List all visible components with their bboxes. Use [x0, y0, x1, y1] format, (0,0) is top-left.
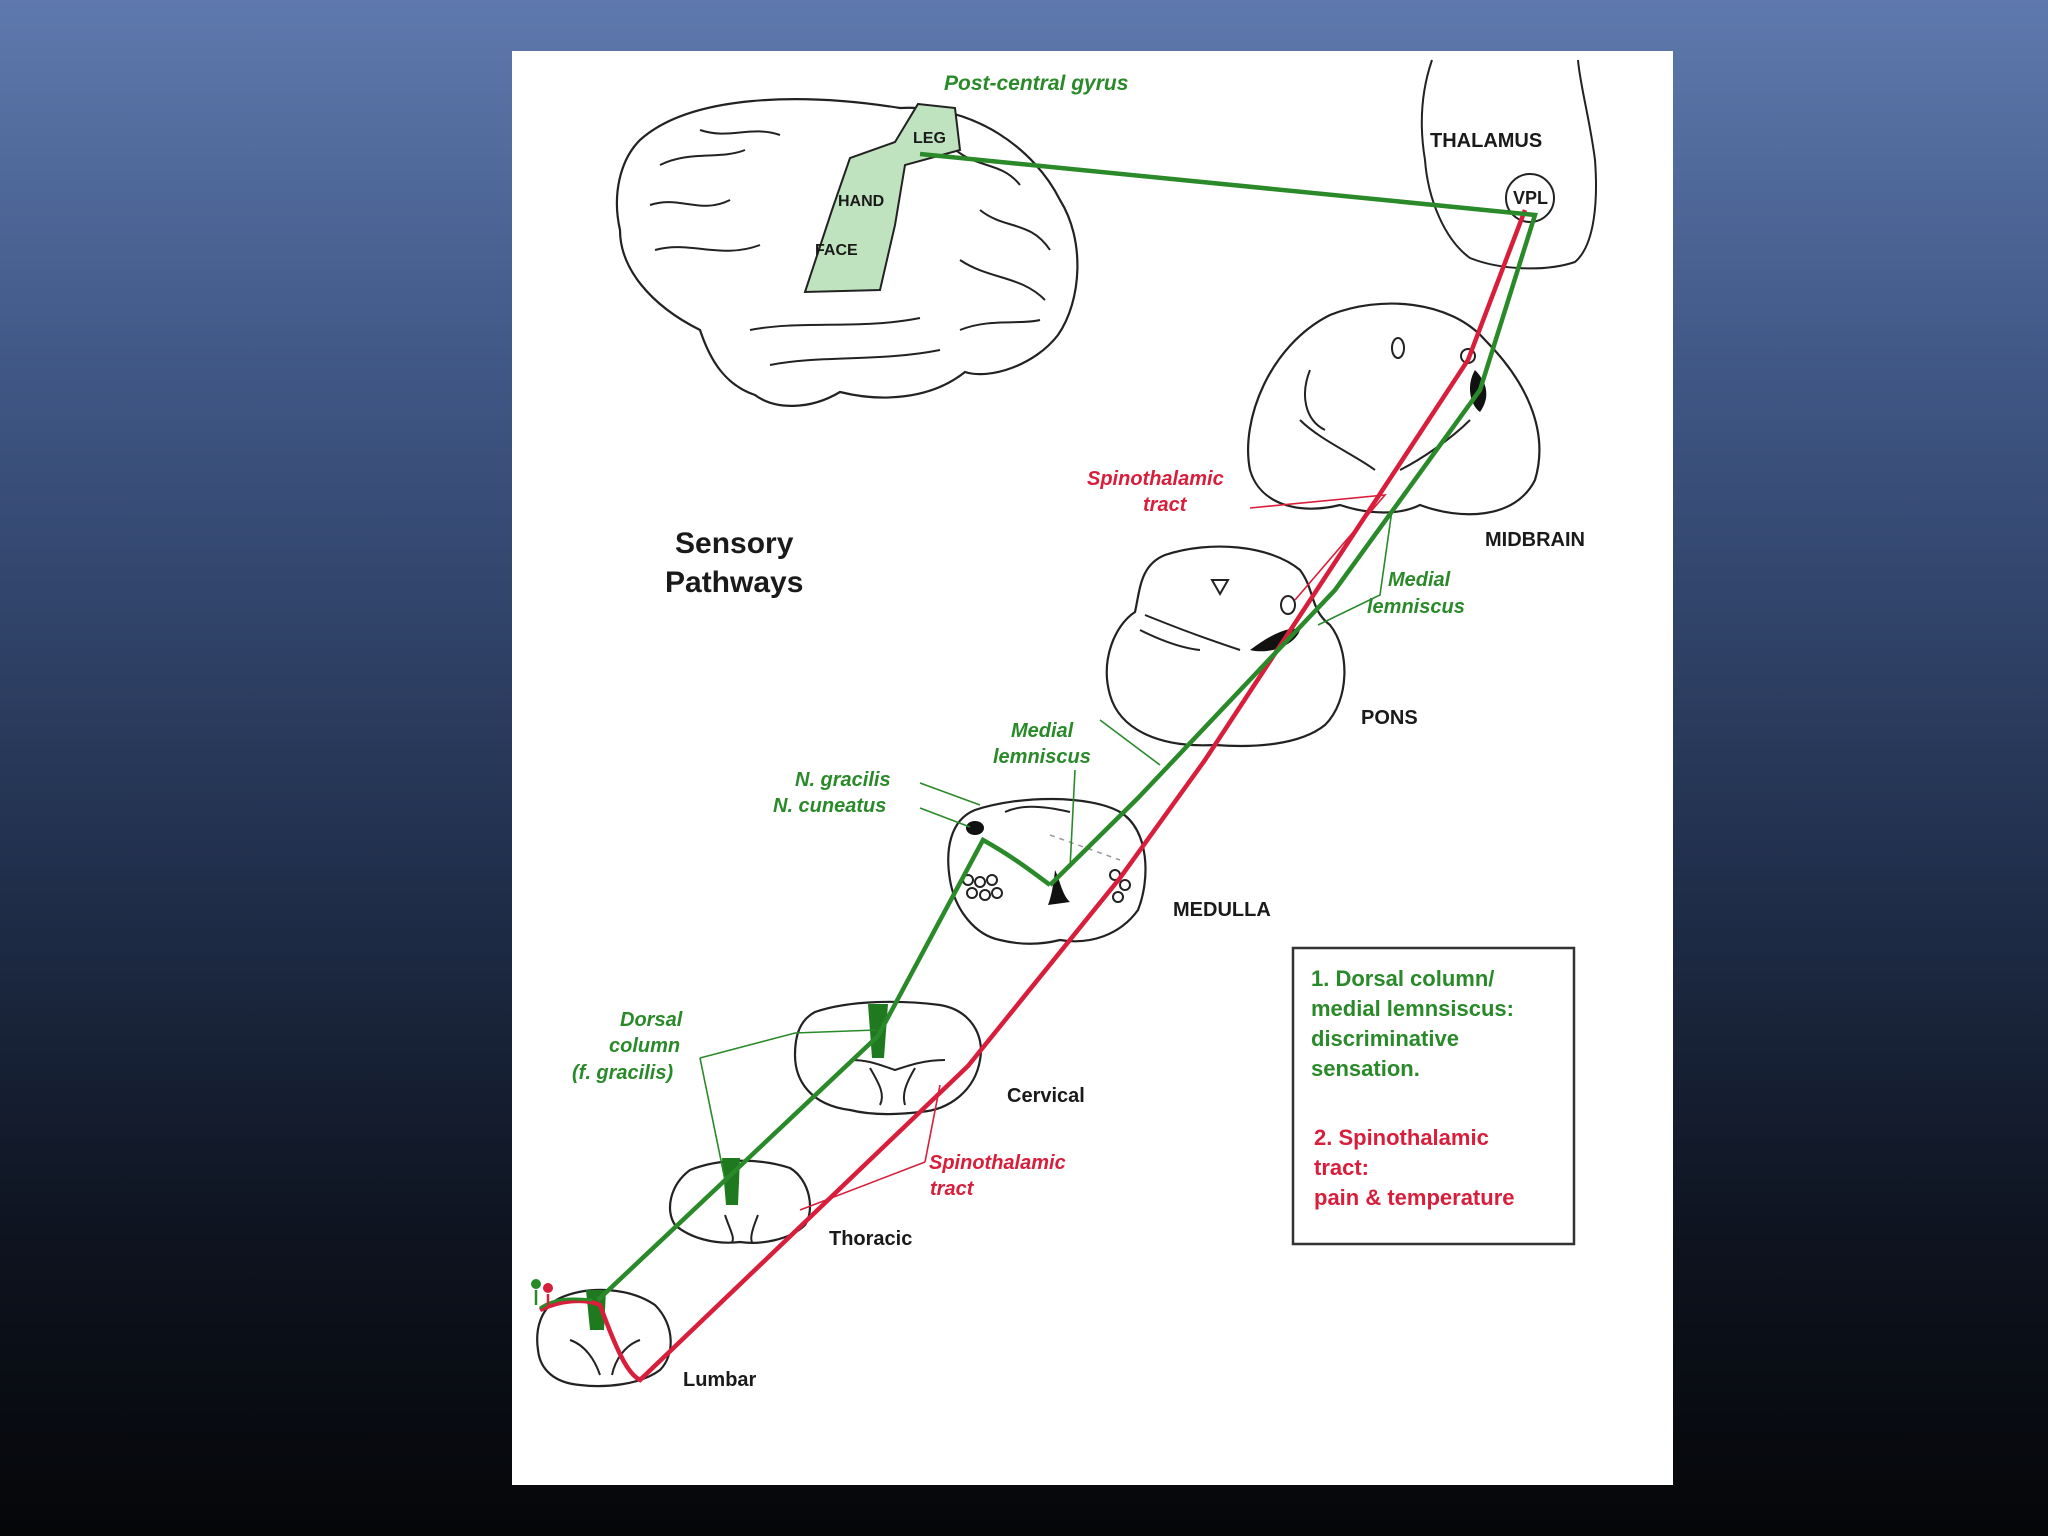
- vpl-nucleus: [1505, 173, 1555, 223]
- sensory-pathways-diagram: Post-central gyrus LEG HAND FACE THALAMU…: [531, 59, 1597, 1391]
- post-central-gyrus-label: Post-central gyrus: [944, 72, 1128, 95]
- n-gracilis-label: N. gracilis: [795, 769, 891, 791]
- lumbar-cross-section: [536, 1288, 672, 1388]
- leg-label: LEG: [913, 130, 946, 147]
- legend-item-1-line-4: sensation.: [1311, 1056, 1420, 1081]
- midbrain-label: MIDBRAIN: [1485, 529, 1585, 551]
- lumbar-label: Lumbar: [683, 1369, 757, 1391]
- dorsal-column-pathway-line: [539, 151, 1538, 1310]
- dorsal-column-label-line-1: Dorsal: [620, 1009, 683, 1031]
- spinothalamic-lower-label-line-1: Spinothalamic: [929, 1152, 1066, 1174]
- thalamus-illustration: [1420, 59, 1597, 270]
- spinothalamic-lower-label-line-2: tract: [930, 1178, 975, 1200]
- legend-item-1-line-2: medial lemnsiscus:: [1311, 996, 1514, 1021]
- legend-item-2-line-1: 2. Spinothalamic: [1314, 1125, 1489, 1150]
- medulla-label: MEDULLA: [1173, 899, 1271, 921]
- cervical-label: Cervical: [1007, 1085, 1085, 1107]
- legend-item-1-line-3: discriminative: [1311, 1026, 1459, 1051]
- legend-item-2-line-3: pain & temperature: [1314, 1185, 1515, 1210]
- n-cuneatus-label: N. cuneatus: [773, 795, 886, 817]
- title-line-2: Pathways: [665, 566, 803, 599]
- thalamus-label: THALAMUS: [1430, 130, 1542, 152]
- spinothalamic-upper-label-line-2: tract: [1143, 494, 1188, 516]
- title-line-1: Sensory: [675, 527, 794, 560]
- legend-item-1-line-1: 1. Dorsal column/: [1311, 966, 1494, 991]
- peripheral-receptors: [531, 1279, 553, 1305]
- thoracic-label: Thoracic: [829, 1228, 912, 1250]
- vpl-label: VPL: [1513, 188, 1548, 208]
- inferior-olive-right: [1109, 869, 1131, 903]
- thoracic-cross-section: [668, 1158, 812, 1244]
- spinothalamic-upper-label-line-1: Spinothalamic: [1087, 468, 1224, 490]
- cervical-cross-section: [793, 1000, 983, 1116]
- dorsal-column-label-line-2: column: [609, 1035, 680, 1057]
- annotation-leader-lines: [699, 494, 1393, 1211]
- dorsal-column-label-line-3: (f. gracilis): [572, 1062, 673, 1084]
- legend-item-2-line-2: tract:: [1314, 1155, 1369, 1180]
- brain-illustration: [615, 98, 1079, 407]
- pons-cross-section: [1105, 545, 1346, 748]
- face-label: FACE: [815, 242, 858, 259]
- midbrain-cross-section: [1247, 302, 1541, 516]
- inferior-olive-left: [962, 874, 1003, 901]
- diagram-panel: Post-central gyrus LEG HAND FACE THALAMU…: [512, 51, 1673, 1485]
- spinothalamic-tract-line: [538, 209, 1528, 1383]
- medial-lemniscus-lower-label-line-1: Medial: [1011, 720, 1074, 742]
- hand-label: HAND: [838, 193, 884, 210]
- medial-lemniscus-lower-label-line-2: lemniscus: [993, 746, 1091, 768]
- pons-label: PONS: [1361, 707, 1418, 729]
- post-central-gyrus-highlight: [803, 102, 962, 294]
- medial-lemniscus-upper-label-line-2: lemniscus: [1367, 596, 1465, 618]
- legend-box: 1. Dorsal column/ medial lemnsiscus: dis…: [1291, 946, 1576, 1246]
- medial-lemniscus-upper-label-line-1: Medial: [1388, 569, 1451, 591]
